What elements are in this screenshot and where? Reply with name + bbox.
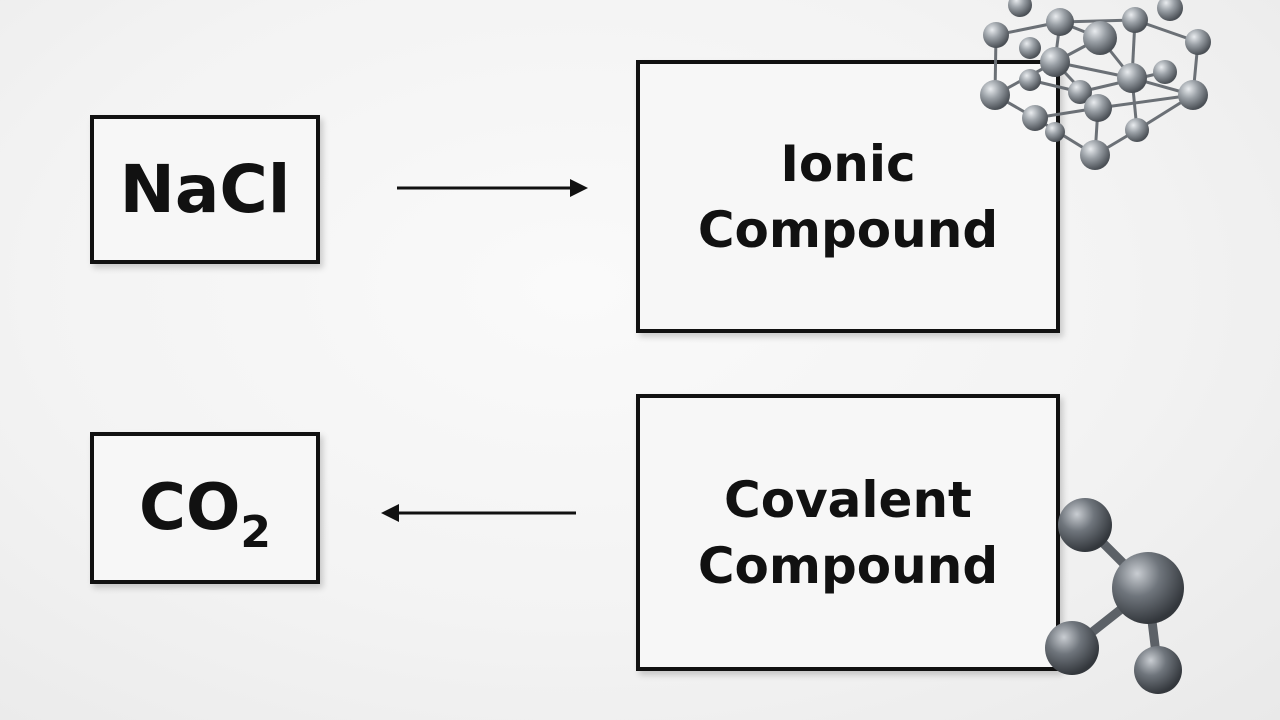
- covalent-line-2: Compound: [697, 536, 999, 595]
- co2-box: CO2: [90, 432, 320, 584]
- arrow-covalent-to-co2: [381, 504, 576, 522]
- co2-subscript: 2: [240, 507, 271, 558]
- covalent-compound-label: Covalent Compound: [698, 467, 998, 599]
- ionic-line-2: Compound: [697, 200, 999, 259]
- arrow-nacl-to-ionic: [397, 179, 588, 197]
- co2-label: CO2: [139, 471, 271, 558]
- ionic-compound-label: Ionic Compound: [698, 131, 998, 263]
- covalent-compound-box: Covalent Compound: [636, 394, 1060, 671]
- ionic-compound-box: Ionic Compound: [636, 60, 1060, 333]
- nacl-box: NaCl: [90, 115, 320, 264]
- covalent-line-1: Covalent: [724, 470, 972, 529]
- co2-base: CO: [139, 471, 241, 545]
- nacl-label: NaCl: [119, 151, 291, 228]
- molecule-icon: [1045, 498, 1184, 694]
- ionic-line-1: Ionic: [780, 134, 916, 193]
